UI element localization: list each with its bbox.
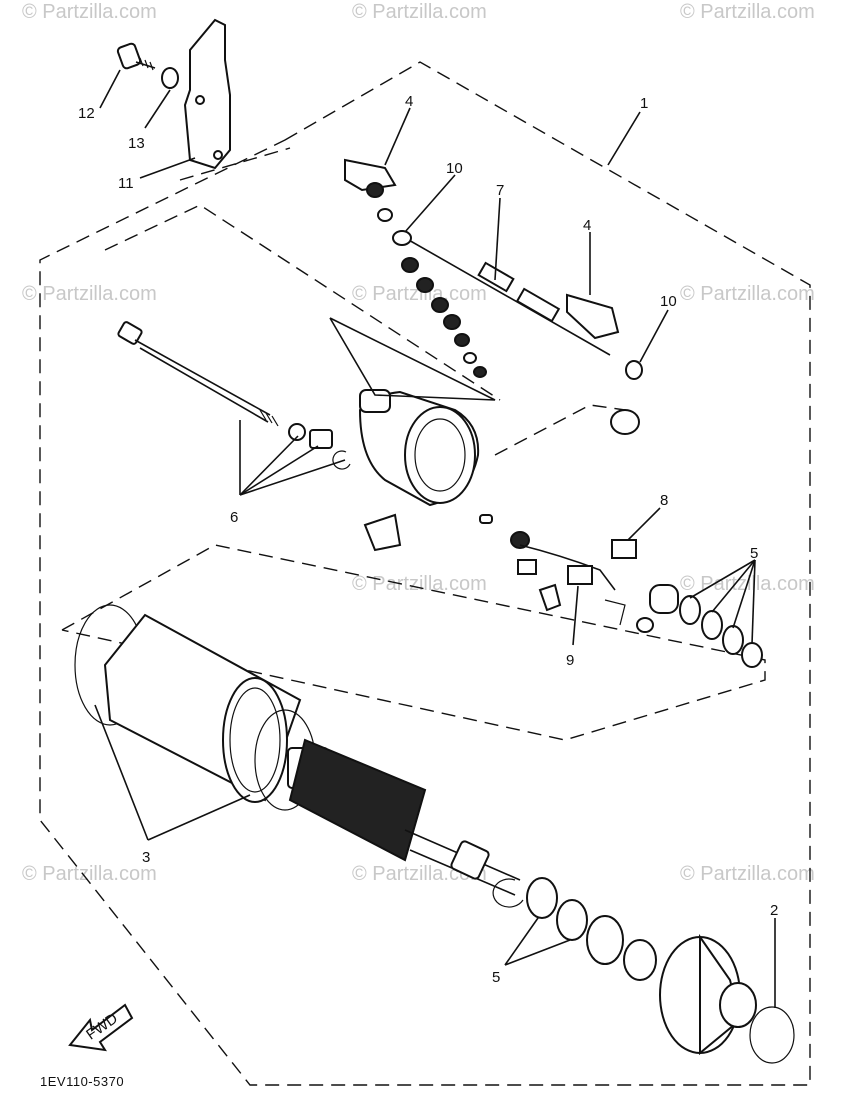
- callout-12: 12: [78, 105, 95, 122]
- bearing-upper: [610, 409, 640, 435]
- yoke-assembly-3: [74, 604, 316, 811]
- screw-small: [636, 617, 654, 633]
- callout-7: 7: [496, 182, 504, 199]
- callout-10b: 10: [660, 293, 677, 310]
- watermark-layer: © Partzilla.com © Partzilla.com © Partzi…: [22, 1, 815, 885]
- callouts: 1 2 3 4 4 5 5 6 7 8 9 10 10 11 12 13: [78, 93, 778, 986]
- yoke-group-outline: [61, 544, 766, 741]
- brush-tab: [517, 559, 537, 575]
- watermark-text: © Partzilla.com: [352, 1, 487, 23]
- callout-4a: 4: [405, 93, 413, 110]
- bolt-12: [116, 42, 156, 71]
- washer-13: [161, 67, 179, 89]
- terminal-bolt-7: [399, 234, 611, 356]
- needle-bearing: [623, 939, 657, 981]
- callout-11: 11: [118, 175, 134, 192]
- armature: [287, 738, 521, 896]
- callout-5a: 5: [750, 545, 758, 562]
- callout-8: 8: [660, 492, 668, 509]
- oil-seal: [586, 915, 624, 965]
- callout-10a: 10: [446, 160, 463, 177]
- plate-6b: [309, 429, 333, 449]
- boot-4b: [566, 293, 620, 340]
- callout-5b: 5: [492, 969, 500, 986]
- callout-1: 1: [640, 95, 648, 112]
- watermark-text: © Partzilla.com: [680, 1, 815, 23]
- brush-group-outline: [494, 404, 626, 456]
- bracket-group-outline: [179, 147, 291, 181]
- rear-cover: [358, 389, 480, 507]
- o-ring-2: [749, 1006, 795, 1064]
- brush-9: [567, 565, 593, 585]
- through-bolt: [117, 321, 279, 427]
- watermark-text: © Partzilla.com: [352, 573, 487, 595]
- callout-9: 9: [566, 652, 574, 669]
- watermark-text: © Partzilla.com: [22, 863, 157, 885]
- fwd-arrow: FWD: [68, 1003, 134, 1052]
- callout-2: 2: [770, 902, 778, 919]
- bracket-11: [183, 18, 231, 170]
- terminal-washer-stack: [366, 182, 487, 378]
- assembly-outline: [39, 61, 811, 1086]
- washer-5c: [526, 877, 558, 919]
- washer-6a: [288, 423, 306, 441]
- end-cover-group-outline: [104, 204, 501, 401]
- drawing-code: 1EV110-5370: [40, 1074, 124, 1089]
- circlip: [492, 878, 524, 908]
- clip-6c: [332, 450, 351, 470]
- terminal-lug-10b: [625, 360, 643, 380]
- terminal-plate: [604, 599, 626, 626]
- watermark-text: © Partzilla.com: [22, 283, 157, 305]
- screw: [538, 583, 562, 612]
- shim-set-upper: [649, 584, 763, 668]
- brush-wire: [519, 544, 616, 591]
- washer-5d: [556, 899, 588, 941]
- callout-3: 3: [142, 849, 150, 866]
- brush-8: [611, 539, 637, 559]
- callout-6: 6: [230, 509, 238, 526]
- watermark-text: © Partzilla.com: [22, 1, 157, 23]
- callout-4b: 4: [583, 217, 591, 234]
- small-pin: [479, 514, 493, 524]
- brush-holder: [363, 513, 402, 552]
- watermark-text: © Partzilla.com: [680, 283, 815, 305]
- watermark-text: © Partzilla.com: [352, 283, 487, 305]
- callout-13: 13: [128, 135, 145, 152]
- watermark-text: © Partzilla.com: [680, 863, 815, 885]
- front-cover: [659, 933, 757, 1056]
- grommet: [510, 531, 530, 549]
- leader-lines: [94, 69, 776, 1008]
